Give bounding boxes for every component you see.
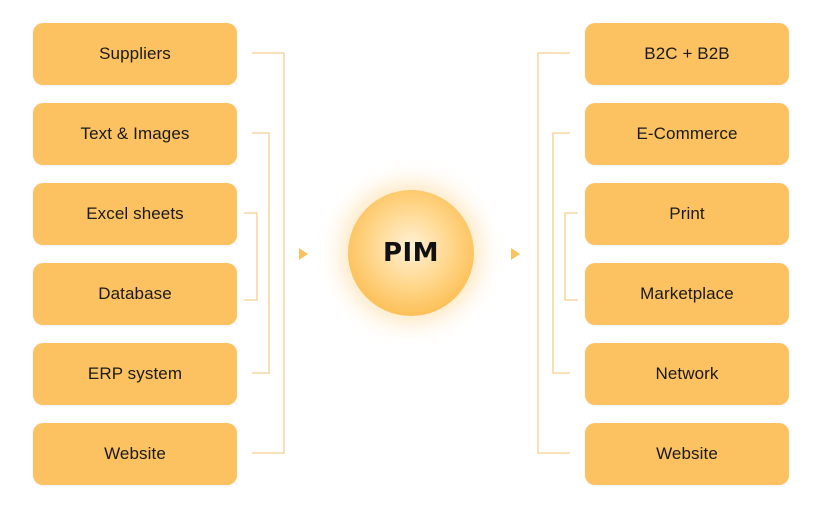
arrow-in-icon xyxy=(299,248,308,260)
destination-box-network: Network xyxy=(585,343,789,405)
destination-box-marketplace: Marketplace xyxy=(585,263,789,325)
source-label: Excel sheets xyxy=(86,204,184,223)
left-bracket-middle xyxy=(252,132,270,374)
destination-label: Marketplace xyxy=(640,284,734,303)
pim-hub-circle: PIM xyxy=(348,190,474,316)
source-label: ERP system xyxy=(87,364,183,383)
destination-label: B2C + B2B xyxy=(644,44,730,63)
source-label: Text & Images xyxy=(80,124,190,143)
source-box-database: Database xyxy=(33,263,237,325)
source-label: Website xyxy=(104,444,166,463)
destination-box-website: Website xyxy=(585,423,789,485)
destination-box-b2c-b2b: B2C + B2B xyxy=(585,23,789,85)
destination-label: Website xyxy=(656,444,718,463)
destination-box-e-commerce: E-Commerce xyxy=(585,103,789,165)
left-bracket-inner xyxy=(244,212,258,301)
source-box-excel-sheets: Excel sheets xyxy=(33,183,237,245)
source-label: Database xyxy=(98,284,172,303)
destination-label: Network xyxy=(655,364,719,383)
source-box-erp-system: ERP system xyxy=(33,343,237,405)
destination-label: E-Commerce xyxy=(636,124,738,143)
arrow-out-icon xyxy=(511,248,520,260)
destination-label: Print xyxy=(669,204,705,223)
source-box-suppliers: Suppliers xyxy=(33,23,237,85)
source-label: Suppliers xyxy=(99,44,171,63)
right-bracket-inner xyxy=(564,212,578,301)
left-bracket-outer xyxy=(252,52,285,454)
right-bracket-outer xyxy=(537,52,570,454)
pim-hub-label: PIM xyxy=(382,238,440,268)
right-bracket-middle xyxy=(552,132,570,374)
source-box-website: Website xyxy=(33,423,237,485)
destination-box-print: Print xyxy=(585,183,789,245)
source-box-text-images: Text & Images xyxy=(33,103,237,165)
